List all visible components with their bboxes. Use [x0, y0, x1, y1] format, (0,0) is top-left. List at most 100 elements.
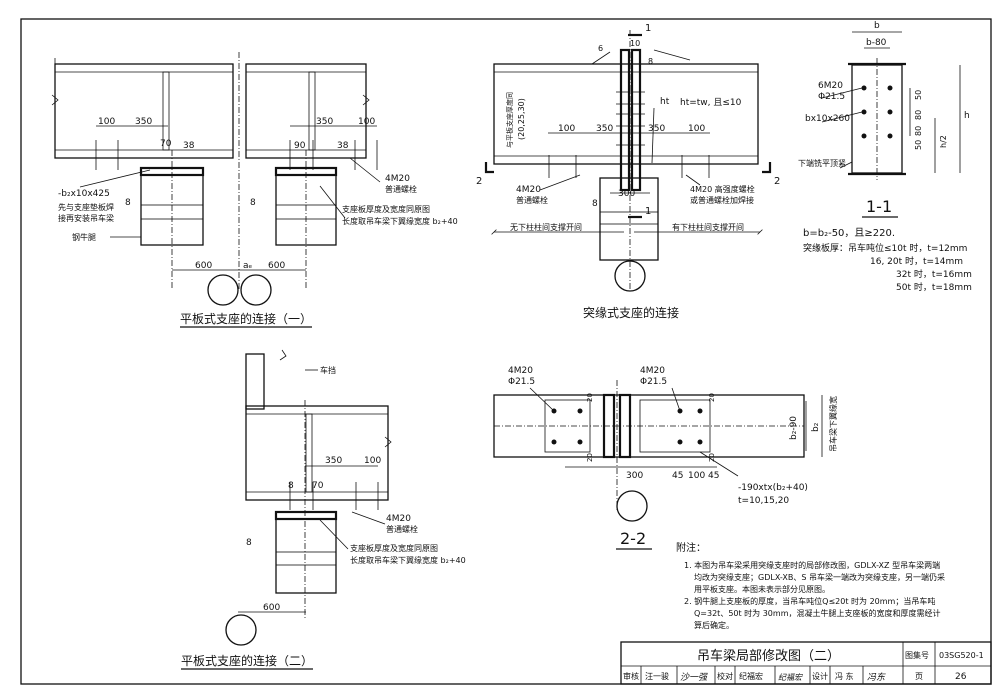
dim-350-a: 350	[596, 124, 613, 134]
note-plate-1-flat2: 支座板厚度及宽度同原图	[350, 543, 438, 553]
atlas-number: 03SG520-1	[939, 651, 984, 660]
dim-h: h	[964, 111, 970, 121]
sec22-mark-right: 2	[774, 176, 780, 187]
dim-b: b	[874, 21, 880, 31]
dim-100-right: 100	[358, 117, 375, 127]
weld-8-left: 8	[125, 198, 131, 208]
plate-t-2-2: t=10,15,20	[738, 496, 789, 506]
bolt-spec: 4M20	[385, 174, 410, 184]
dim-10: 10	[630, 39, 640, 48]
bolt-r-dia-2-2: Φ21.5	[640, 377, 667, 387]
atlas-label: 图集号	[905, 650, 929, 660]
dim-300-2-2: 300	[626, 471, 643, 481]
note-plate-1: 支座板厚度及宽度同原图	[342, 204, 430, 214]
dim-350-right: 350	[316, 117, 333, 127]
dim-80-b: 80	[914, 126, 923, 136]
weld-38-right: 38	[337, 141, 349, 151]
dim-50-b: 50	[914, 140, 923, 150]
design-name: 冯 东	[835, 671, 854, 681]
page-number: 26	[955, 672, 967, 682]
note-1-line-2: 均改为突缘支座；GDLX-XB、S 吊车梁一端改为突缘支座，另一端仍采	[694, 572, 945, 582]
weld-38-left: 38	[183, 141, 195, 151]
dim-70: 70	[160, 139, 172, 149]
bolt-type-flat2: 普通螺栓	[386, 524, 418, 534]
dim-350-flat2: 350	[325, 456, 342, 466]
page-label: 页	[915, 672, 923, 681]
bolt-left-spec: 4M20	[516, 185, 541, 195]
note-plate-2: 长度取吊车梁下翼缘宽度 b₂+40	[342, 216, 458, 226]
dim-b2: b₂	[811, 422, 821, 432]
dim-100-a: 100	[558, 124, 575, 134]
bolt-type: 普通螺栓	[385, 184, 417, 194]
dim-b2-90: b₂-90	[789, 416, 799, 440]
dim-45-b: 45	[708, 471, 719, 481]
rule-1: 16, 20t 时，t=14mm	[870, 255, 963, 267]
formula-b: b=b₂-50，且≥220.	[803, 227, 895, 239]
dim-45-a: 45	[672, 471, 683, 481]
bolt-right-type: 或普通螺栓加焊接	[690, 195, 754, 205]
label-bracket: 钢牛腿	[72, 232, 96, 242]
flange-label-1-1: 下端铣平顶紧	[798, 158, 846, 168]
dim-350-b: 350	[648, 124, 665, 134]
rail-label: 车挡	[320, 365, 336, 375]
note-2-line-1: 2. 钢牛腿上支座板的厚度，当吊车吨位Q≤20t 时为 20mm；当吊车吨	[684, 596, 935, 606]
dim-350-left: 350	[135, 117, 152, 127]
dim-100-flat2: 100	[364, 456, 381, 466]
stiff-label-2: (20,25,30)	[517, 98, 526, 140]
plate-label: -b₂x10x425	[58, 189, 110, 199]
sec-mark-top: 1	[645, 23, 651, 34]
bolt-r-spec-2-2: 4M20	[640, 366, 665, 376]
view-title-flat-1: 平板式支座的连接（一）	[180, 311, 312, 326]
sec22-mark-left: 2	[476, 176, 482, 187]
drawing-title: 吊车梁局部修改图（二）	[697, 648, 840, 664]
sheet-frame	[20, 18, 992, 685]
note-1-line-3: 用平板支座。本图未表示部分见原图。	[694, 584, 830, 594]
dim-50-a: 50	[914, 90, 923, 100]
rule-0: 突缘板厚：吊车吨位≤10t 时，t=12mm	[803, 242, 967, 254]
no-brace-label: 无下柱柱间支撑开间	[510, 222, 582, 232]
plate-spec-1-1: bx10x260	[805, 114, 850, 124]
flange-label-2-2: 吊车梁下翼缘宽	[828, 396, 838, 452]
bolt-spec-flat2: 4M20	[386, 514, 411, 524]
note-install-2: 接再安装吊车梁	[58, 213, 114, 223]
dim-8: 8	[648, 57, 653, 66]
view-title-protruding: 突缘式支座的连接	[583, 305, 679, 320]
weld-8-a-flat2: 8	[288, 481, 294, 491]
dim-20-a: 20	[586, 393, 594, 402]
bolt-spec-1-1: 6M20	[818, 81, 843, 91]
note-2-line-2: Q=32t、50t 时为 30mm，混凝土牛腿上支座板的宽度和厚度需经计	[694, 608, 940, 618]
weld-8-right: 8	[250, 198, 256, 208]
weld-70-flat2: 70	[312, 481, 324, 491]
dim-600-right: 600	[268, 261, 285, 271]
view-protruding-seat: 1 1 2 2 6 10 8 与平板支座厚度同 (20,25,30) ht ht…	[476, 23, 780, 320]
dim-h-2: h/2	[939, 135, 948, 148]
view-flat-seat-2: 车挡 350 100 8 70 8 4M20 普通螺栓 支座板厚度及宽度同原图 …	[181, 349, 466, 670]
weld-8-b-flat2: 8	[246, 538, 252, 548]
sec-mark-bottom: 1	[645, 206, 651, 217]
plate-spec-2-2: -190xtx(b₂+40)	[738, 483, 808, 493]
dim-100-left: 100	[98, 117, 115, 127]
view-title-flat-2: 平板式支座的连接（二）	[181, 653, 313, 668]
bolt-left-type: 普通螺栓	[516, 195, 548, 205]
weld-8: 8	[592, 199, 598, 209]
view-section-2-2: 4M20 Φ21.5 4M20 Φ21.5 20 20 20 20 300 45…	[493, 366, 838, 550]
design-label: 设计	[812, 671, 828, 681]
dim-90: 90	[294, 141, 306, 151]
dim-80-a: 80	[914, 110, 923, 120]
note-install-1: 先与支座垫板焊	[58, 202, 114, 212]
view-section-1-1: b b-80 6M20 Φ21.5 bx10x260 50 80 80 50 h…	[798, 21, 972, 293]
dim-20-b: 20	[708, 393, 716, 402]
dim-b-80: b-80	[866, 38, 887, 48]
rule-2: 32t 时，t=16mm	[896, 268, 972, 280]
review-label: 审核	[623, 671, 639, 681]
dim-100-2-2: 100	[688, 471, 705, 481]
view-flat-seat-1: 100 350 350 100 70 38 90 38 8 8 -b₂x10x4…	[51, 52, 458, 328]
dim-100-b: 100	[688, 124, 705, 134]
bolt-right-spec: 4M20 高强度螺栓	[690, 184, 755, 194]
note-plate-2-flat2: 长度取吊车梁下翼缘宽度 b₂+40	[350, 555, 466, 565]
ht-label: ht	[660, 97, 670, 107]
view-title-1-1: 1-1	[866, 197, 892, 216]
check-name: 纪福宏	[739, 671, 763, 681]
dim-300: 300	[618, 189, 635, 199]
